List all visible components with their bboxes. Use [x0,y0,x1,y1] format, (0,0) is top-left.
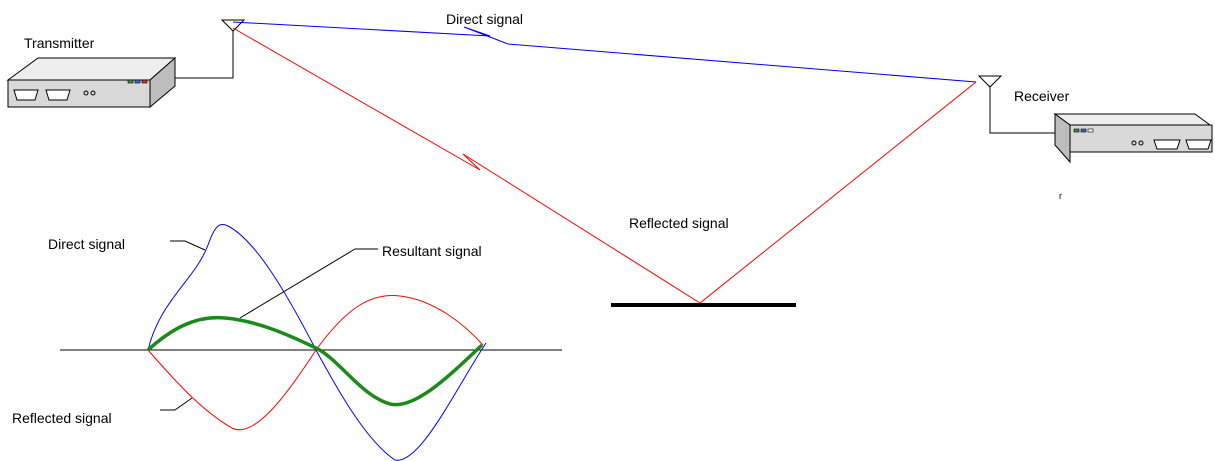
direct-wave-leader [170,240,206,251]
resultant-wave-label: Resultant signal [382,243,482,259]
reflected-signal-label: Reflected signal [629,215,729,231]
receiver-cable [989,86,1055,134]
direct-signal-path [232,21,977,83]
reflected-waveform [147,294,484,431]
reflected-signal-path [232,27,977,304]
stray-mark-label: r [1059,191,1062,201]
transmitter-label: Transmitter [24,35,95,51]
resultant-waveform [146,315,484,407]
direct-wave-label: Direct signal [48,236,126,252]
reflected-wave-label: Reflected signal [12,410,112,426]
resultant-leader [239,248,378,319]
direct-waveform [147,223,487,461]
receiver-antenna-icon [977,75,1003,88]
transmitter-antenna-icon [220,19,246,32]
transmitter-cable [175,30,234,79]
transmitter-device-icon [6,56,177,109]
receiver-label: Receiver [1014,88,1070,104]
receiver-device-icon [1053,113,1213,164]
direct-signal-label: Direct signal [446,11,524,27]
reflected-wave-leader [160,397,193,411]
